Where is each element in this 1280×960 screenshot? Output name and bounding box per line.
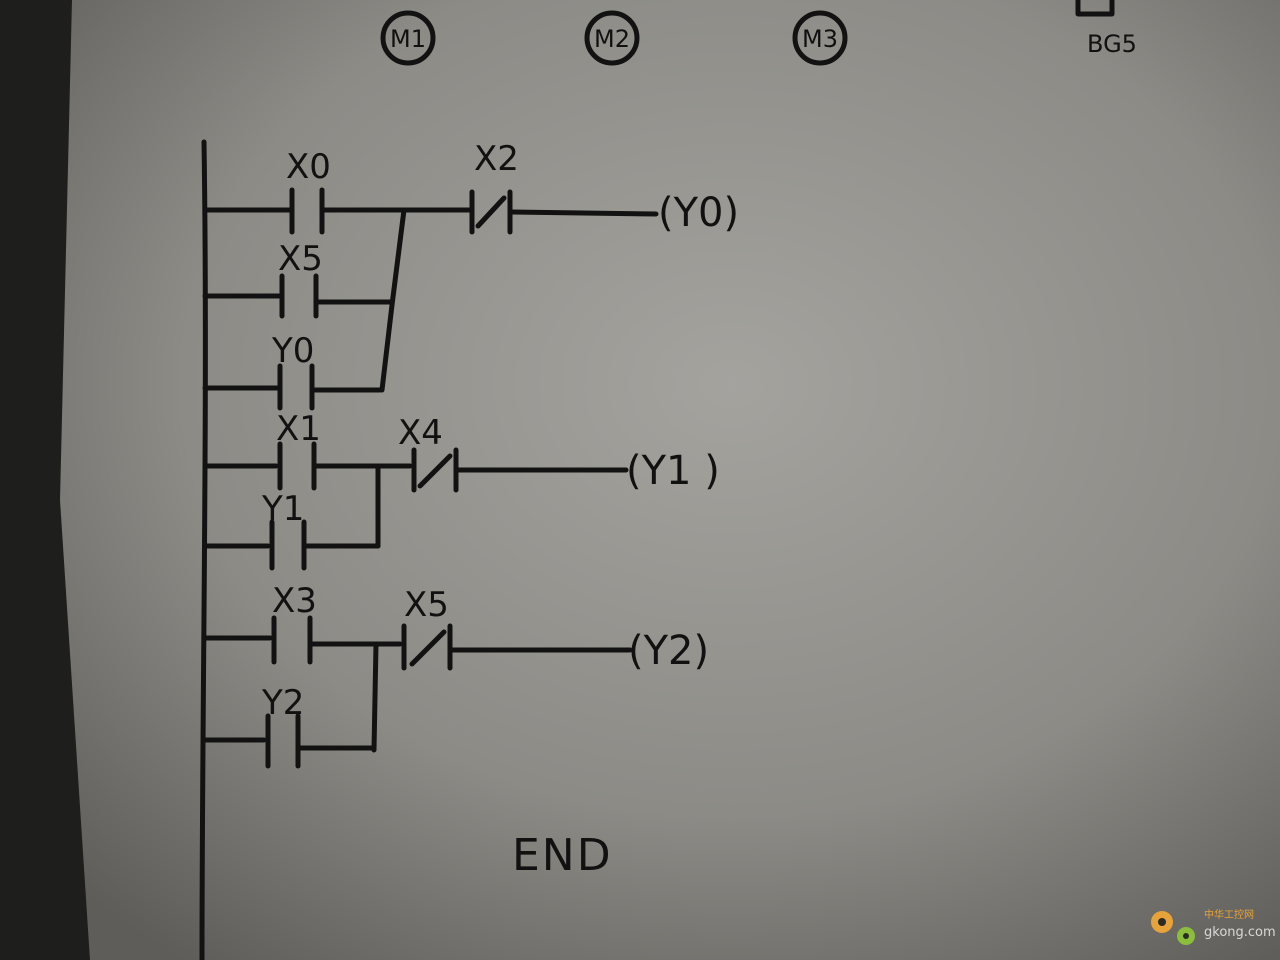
device-symbol-bg5: BG5	[1075, 0, 1137, 58]
motor-label: M1	[390, 25, 426, 53]
contact-label: Y0	[271, 331, 314, 371]
motor-symbol-m3: M3	[792, 10, 848, 66]
end-instruction: END	[512, 830, 613, 881]
contact-label: X1	[276, 409, 321, 449]
watermark-url: gkong.com	[1204, 925, 1276, 940]
rung-y0: X0 X5 Y0 X2 (Y0)	[202, 139, 739, 411]
site-watermark: 中华工控网 gkong.com	[1151, 908, 1276, 945]
contact-no	[277, 363, 315, 411]
paper-sheet	[60, 0, 1280, 960]
coil-label: (Y2)	[628, 628, 709, 674]
contact-label: Y2	[261, 683, 304, 723]
contact-no	[265, 713, 301, 769]
power-rail-left	[199, 139, 208, 960]
motor-label: M2	[594, 25, 630, 53]
contact-label: X4	[398, 413, 443, 453]
rung-y1: X1 Y1 X4 (Y1 )	[202, 409, 720, 571]
coil-label: (Y1 )	[626, 448, 720, 494]
motor-symbol-m1: M1	[380, 10, 436, 66]
watermark-cn: 中华工控网	[1204, 908, 1254, 921]
contact-label: X0	[286, 147, 331, 187]
coil-label: (Y0)	[658, 190, 739, 236]
contact-label: X5	[278, 239, 323, 279]
header-symbols: M1 M2 M3 BG5	[380, 0, 1137, 66]
gear-icon	[1151, 911, 1195, 945]
contact-label: X2	[474, 139, 519, 179]
contact-no	[279, 273, 319, 319]
rung-y2: X3 Y2 X5 (Y2)	[202, 581, 709, 769]
motor-symbol-m2: M2	[584, 10, 640, 66]
motor-label: M3	[802, 25, 838, 53]
device-label: BG5	[1087, 30, 1137, 58]
contact-label: X5	[404, 585, 449, 625]
contact-label: Y1	[261, 489, 304, 529]
contact-label: X3	[272, 581, 317, 621]
contact-nc	[401, 623, 453, 671]
contact-no	[271, 615, 313, 665]
